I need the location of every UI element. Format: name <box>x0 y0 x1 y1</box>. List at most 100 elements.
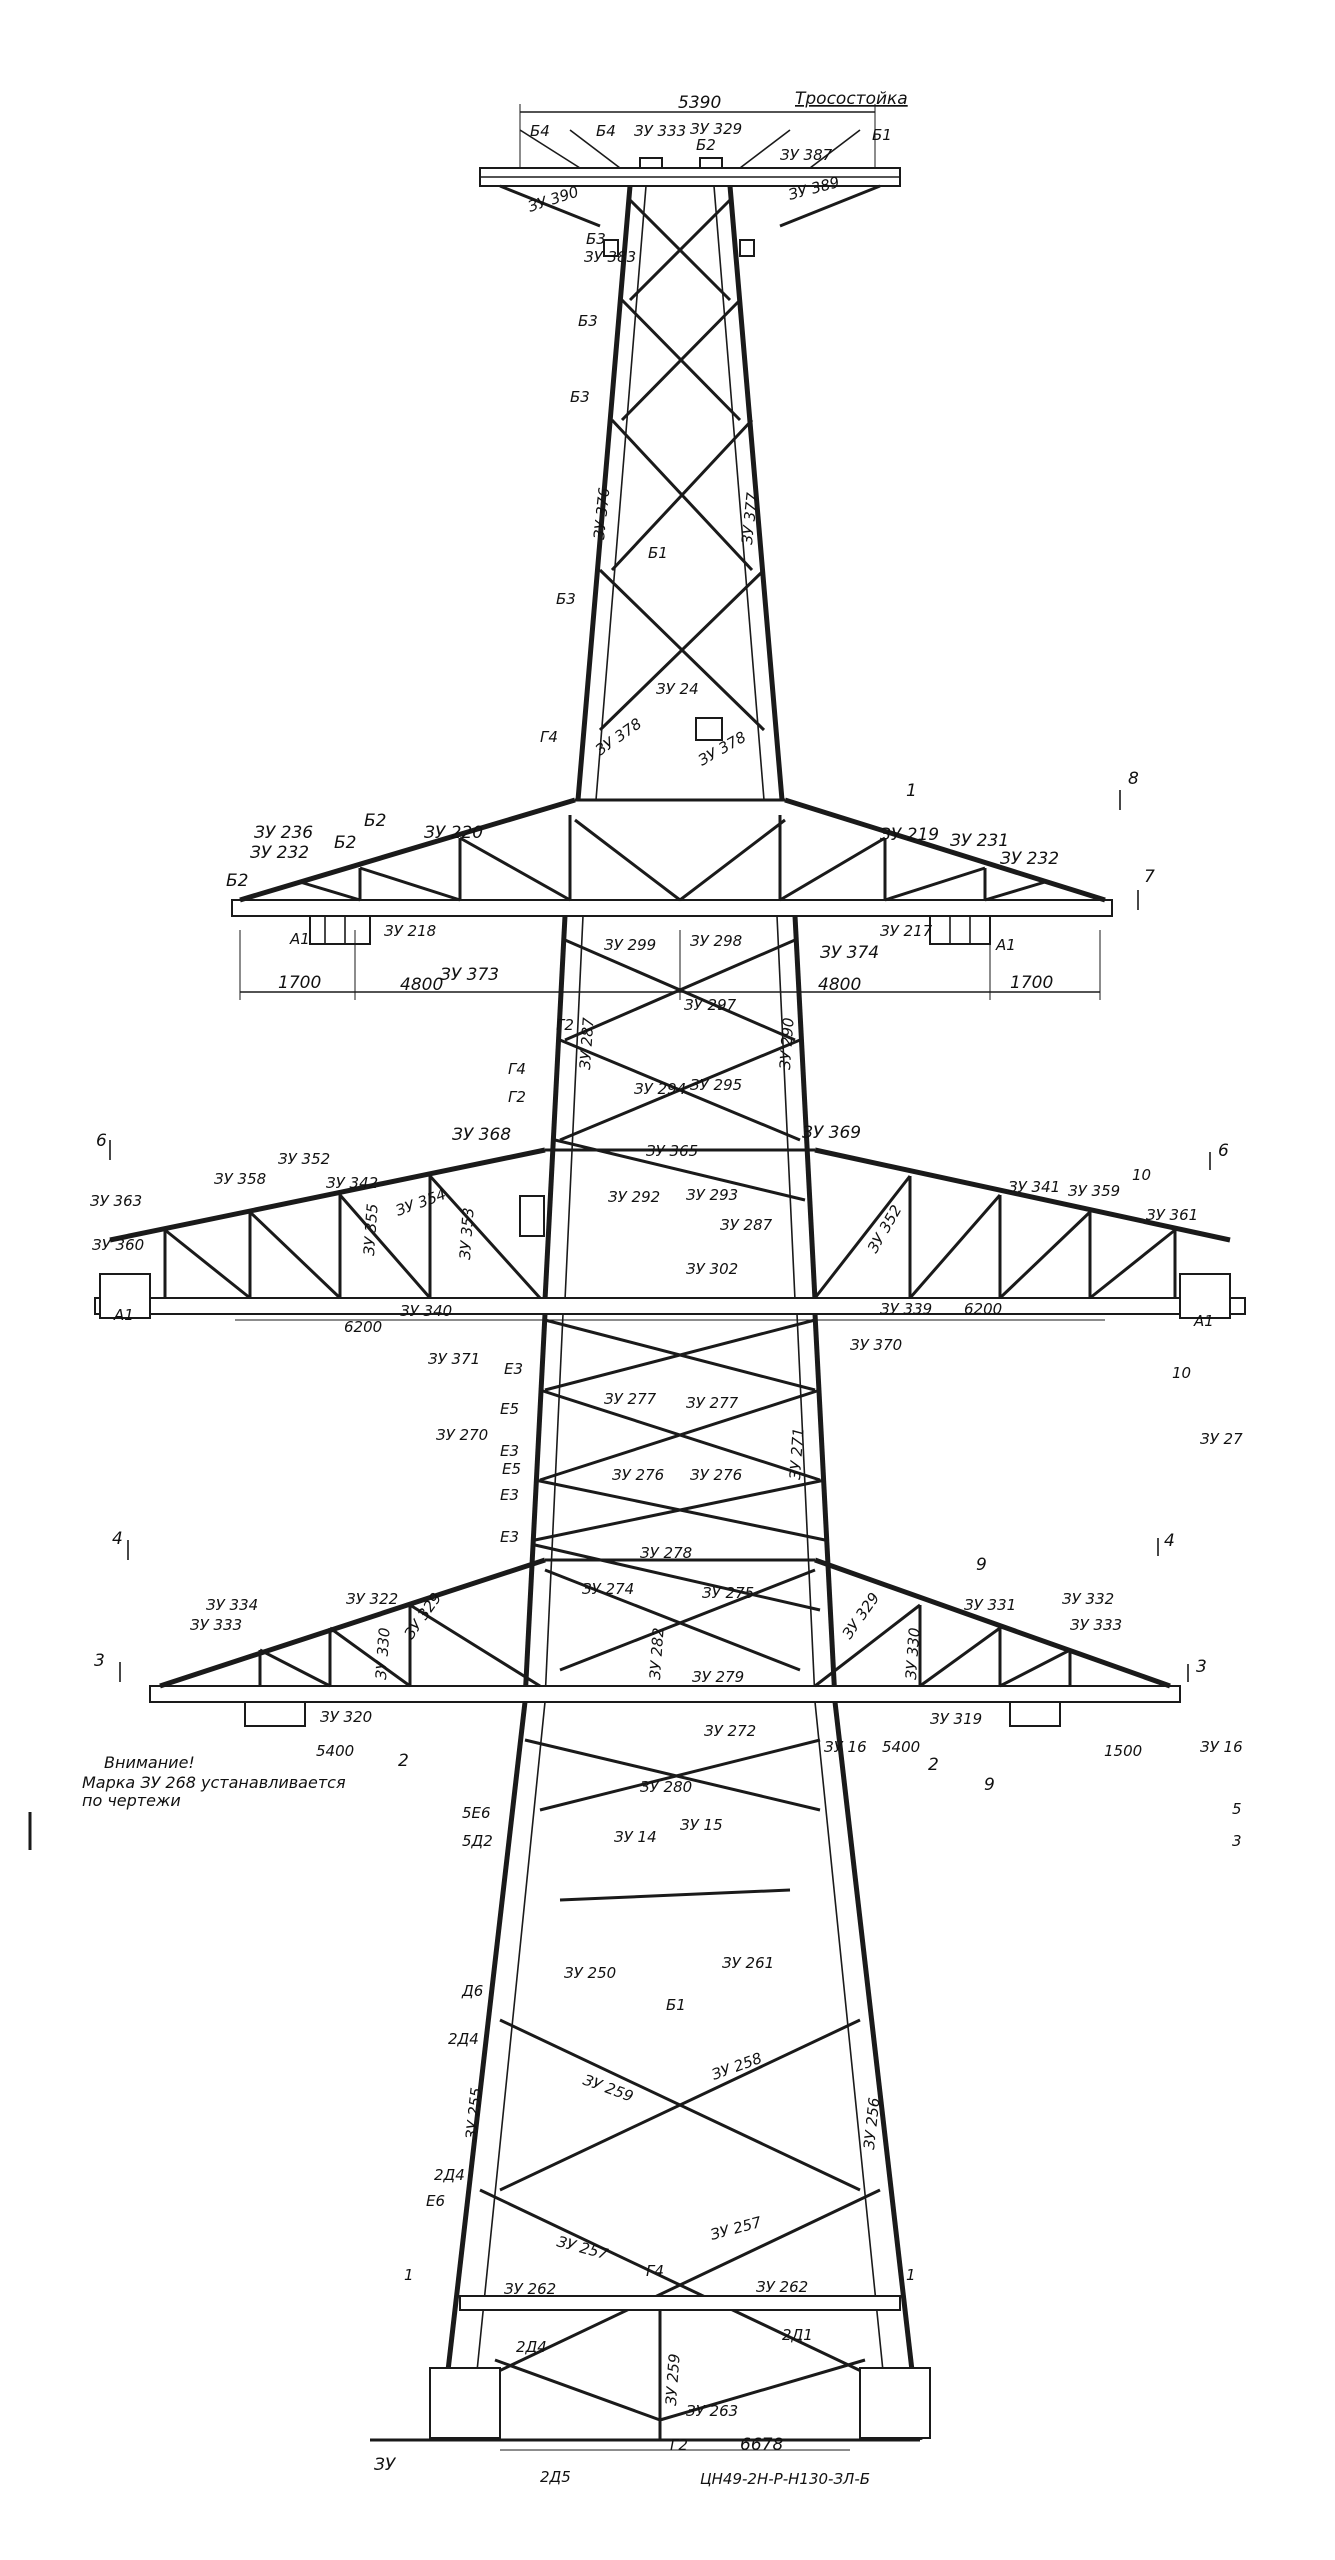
top-label: Б3 <box>586 230 606 248</box>
warning-line: по чертежи <box>82 1791 181 1810</box>
base-label: Е6 <box>426 2192 445 2210</box>
upper-crossarm-label: Б2 <box>226 871 248 891</box>
lower-section-label: Е3 <box>500 1486 519 1504</box>
lower-crossarm-label: 5400 <box>316 1742 354 1760</box>
upper-crossarm-label: ЗУ 374 <box>820 943 879 963</box>
top-dimension: 5390 <box>678 93 721 113</box>
base-label: Б1 <box>666 1996 686 2014</box>
upper-crossarm-label: ЗУ 220 <box>424 823 483 843</box>
middle-crossarm-label: ЗУ 293 <box>686 1186 738 1204</box>
top-label: Б2 <box>696 136 716 154</box>
base-label: ЗУ 261 <box>722 1954 774 1972</box>
upper-crossarm-label: 4800 <box>818 975 861 995</box>
lower-crossarm-label: ЗУ 319 <box>930 1710 982 1728</box>
middle-crossarm-label: ЗУ 361 <box>1146 1206 1198 1224</box>
base-label: ЗУ 255 <box>462 2087 485 2141</box>
lower-crossarm-label: ЗУ 330 <box>902 1627 924 1680</box>
base-label: 3 <box>1232 1832 1242 1850</box>
lower-crossarm-label: 9 <box>984 1775 995 1795</box>
lower-crossarm-label: ЗУ 275 <box>702 1584 754 1602</box>
middle-crossarm-label: ЗУ 355 <box>360 1203 382 1256</box>
middle-crossarm-label: А1 <box>1193 1312 1214 1330</box>
middle-crossarm-label: 6 <box>1218 1141 1229 1161</box>
base-label: 2Д4 <box>434 2166 465 2184</box>
top-label: Б3 <box>570 388 590 406</box>
lower-crossarm-label: ЗУ 333 <box>190 1616 242 1634</box>
lower-section-label: Е3 <box>500 1528 519 1546</box>
top-label: ЗУ 333 <box>634 122 686 140</box>
lower-crossarm-label: 5400 <box>882 1738 920 1756</box>
middle-crossarm-label: ЗУ 353 <box>456 1207 478 1260</box>
lower-crossarm-label: 2 <box>398 1751 409 1771</box>
lower-crossarm <box>149 1557 1181 1727</box>
lower-crossarm-label: ЗУ 334 <box>206 1596 258 1614</box>
upper-crossarm-label: 1700 <box>1010 973 1053 993</box>
base-label: 5Е6 <box>462 1804 491 1822</box>
middle-section-label: ЗУ 290 <box>776 1017 798 1070</box>
upper-crossarm-label: Б2 <box>364 811 386 831</box>
base-label: 2Д1 <box>782 2326 813 2344</box>
base-legs <box>370 1701 931 2451</box>
top-label: Б1 <box>648 544 668 562</box>
base-label: Д6 <box>461 1982 483 2000</box>
lower-crossarm-label: ЗУ 274 <box>582 1580 634 1598</box>
middle-crossarm-label: ЗУ 302 <box>686 1260 738 1278</box>
middle-crossarm-label: А1 <box>113 1306 134 1324</box>
middle-section-label: Г2 <box>508 1088 526 1106</box>
base-label: ЗУ 256 <box>860 2097 883 2151</box>
top-label: Б3 <box>578 312 598 330</box>
lower-crossarm-label: 3 <box>94 1651 105 1671</box>
upper-mast <box>575 185 785 801</box>
lower-crossarm-label: 9 <box>976 1555 987 1575</box>
upper-crossarm-label: 1 <box>906 781 917 801</box>
middle-crossarm-label: ЗУ 358 <box>214 1170 266 1188</box>
lower-crossarm-label: ЗУ 282 <box>646 1627 668 1680</box>
lower-section-label: ЗУ 277 <box>686 1394 739 1412</box>
upper-crossarm-label: ЗУ 231 <box>950 831 1009 851</box>
lower-crossarm-label: ЗУ 320 <box>320 1708 372 1726</box>
top-label: ЗУ 378 <box>592 715 645 760</box>
top-label: Б1 <box>872 126 892 144</box>
lower-crossarm-label: ЗУ 329 <box>401 1589 446 1642</box>
base-label: 5 <box>1232 1800 1242 1818</box>
lower-crossarm-label: ЗУ 16 <box>1200 1738 1243 1756</box>
base-label: ЗУ 250 <box>564 1964 616 1982</box>
lower-section-label: ЗУ 278 <box>640 1544 692 1562</box>
middle-crossarm-label: 10 <box>1132 1166 1151 1184</box>
base-label: ЗУ 263 <box>686 2402 738 2420</box>
middle-crossarm-label: ЗУ 341 <box>1008 1178 1060 1196</box>
base-label: Г4 <box>646 2262 664 2280</box>
top-label: ЗУ 329 <box>690 120 742 138</box>
base-label: 1 <box>404 2266 414 2284</box>
middle-crossarm-label: ЗУ 363 <box>90 1192 142 1210</box>
base-label: 5Д2 <box>462 1832 493 1850</box>
base-label: ЗУ 15 <box>680 1816 723 1834</box>
lower-section-label: Е5 <box>500 1400 519 1418</box>
lower-crossarm-label: 3 <box>1196 1657 1207 1677</box>
upper-crossarm-label: А1 <box>995 936 1016 954</box>
middle-crossarm-label: ЗУ 359 <box>1068 1182 1120 1200</box>
base-label: 6678 <box>740 2435 783 2455</box>
middle-crossarm-label: ЗУ 342 <box>326 1174 378 1192</box>
lower-crossarm-label: ЗУ 279 <box>692 1668 744 1686</box>
bottom-note-right: ЦН49-2Н-Р-Н130-ЗЛ-Б <box>700 2470 870 2488</box>
cable-label: Тросостойка <box>795 89 908 109</box>
base-label: ЗУ <box>374 2455 397 2475</box>
middle-section-label: Г2 <box>556 1016 574 1034</box>
upper-crossarm-label: 1700 <box>278 973 321 993</box>
middle-section-label: ЗУ 298 <box>690 932 742 950</box>
middle-section-label: ЗУ 295 <box>690 1076 742 1094</box>
lower-section-label: ЗУ 276 <box>690 1466 742 1484</box>
base-label: ЗУ 272 <box>704 1722 756 1740</box>
upper-crossarm-label: ЗУ 218 <box>384 922 436 940</box>
middle-crossarm-label: 6 <box>96 1131 107 1151</box>
top-label: ЗУ 383 <box>584 248 636 266</box>
base-label: 2Д4 <box>516 2338 547 2356</box>
lower-section-label: ЗУ 277 <box>604 1390 657 1408</box>
upper-crossarm-label: ЗУ 236 <box>254 823 313 843</box>
middle-crossarm <box>94 1147 1246 1321</box>
middle-crossarm-label: ЗУ 287 <box>720 1216 773 1234</box>
lower-section-label: Е5 <box>502 1460 521 1478</box>
top-label: ЗУ 376 <box>590 487 613 541</box>
